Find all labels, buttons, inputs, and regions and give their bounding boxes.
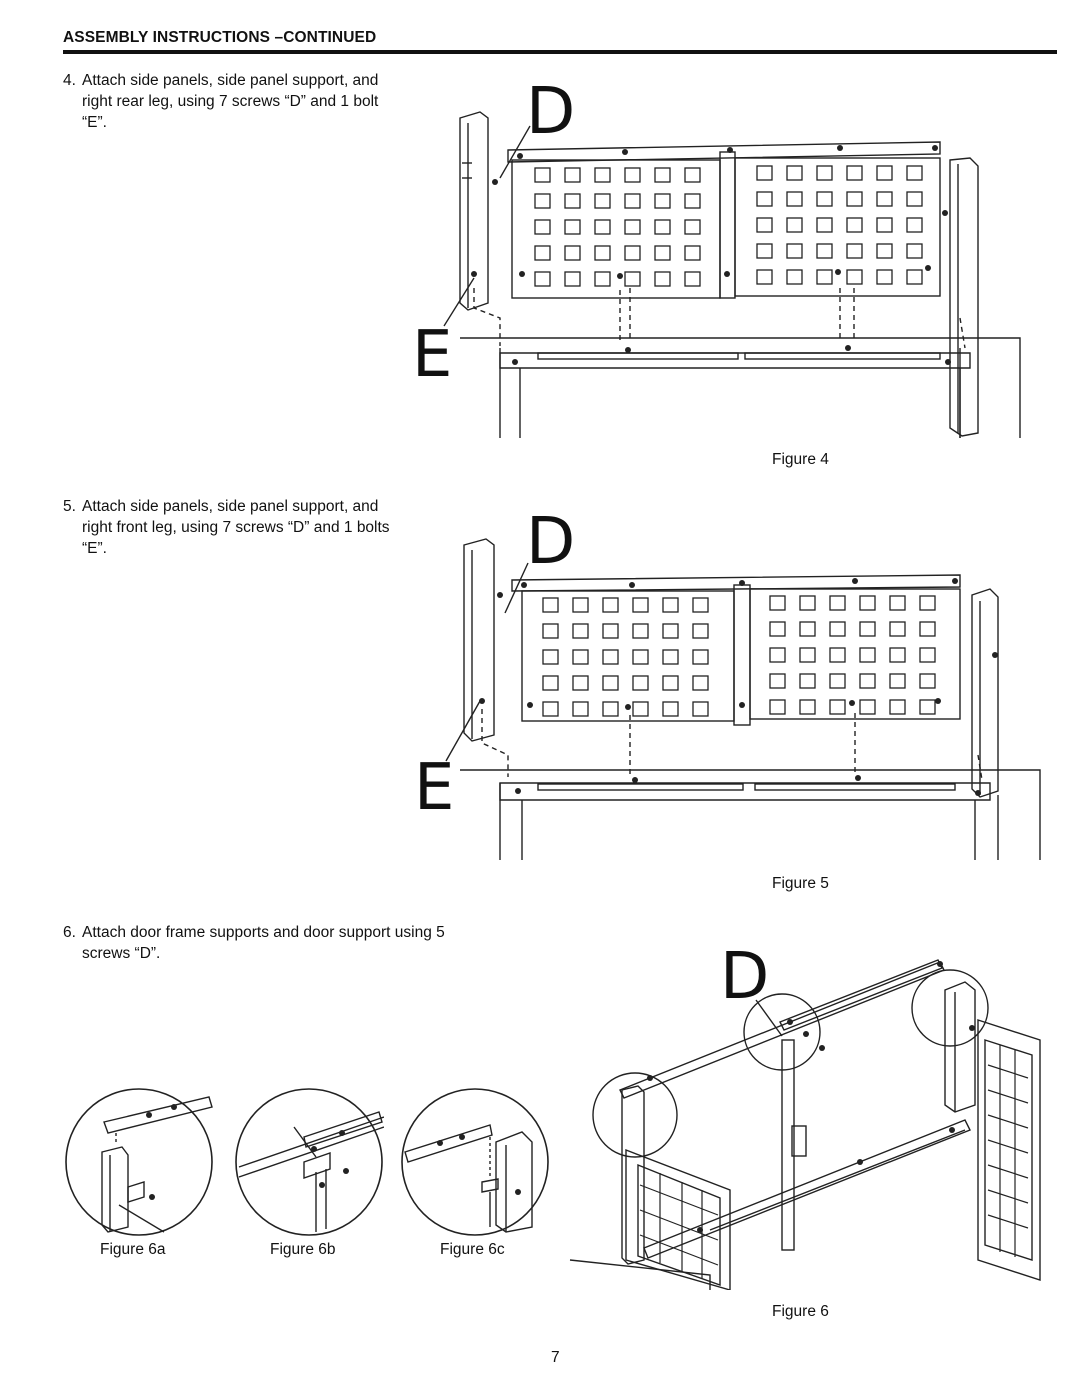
figure-5-caption: Figure 5 [772, 875, 829, 892]
step-text: Attach side panels, side panel support, … [82, 72, 379, 131]
figure-6a-caption: Figure 6a [100, 1241, 166, 1258]
figure-6b-illustration [234, 1087, 384, 1237]
label-d: D [526, 78, 575, 149]
figure-6a-illustration [64, 1087, 214, 1237]
step-text: Attach side panels, side panel support, … [82, 498, 390, 557]
figure-6c-illustration [400, 1087, 550, 1237]
label-d: D [720, 940, 769, 1014]
figure-6-caption: Figure 6 [772, 1303, 829, 1320]
figure-6b-caption: Figure 6b [270, 1241, 336, 1258]
figure-4-illustration: D E [400, 78, 1050, 443]
section-header: ASSEMBLY INSTRUCTIONS –CONTINUED [63, 29, 377, 46]
figure-4-caption: Figure 4 [772, 451, 829, 468]
step-number: 5. [63, 498, 76, 515]
label-e: E [414, 751, 454, 825]
step-text: Attach door frame supports and door supp… [82, 924, 445, 962]
step-number: 4. [63, 72, 76, 89]
step-6: 6. Attach door frame supports and door s… [63, 922, 488, 964]
label-d: D [526, 505, 575, 579]
figure-6c-caption: Figure 6c [440, 1241, 505, 1258]
figure-5-illustration: D E [400, 505, 1050, 867]
label-e: E [412, 318, 452, 392]
header-rule [63, 50, 1057, 54]
step-5: 5. Attach side panels, side panel suppor… [63, 496, 393, 559]
figure-6-illustration: D [560, 930, 1050, 1290]
page-number: 7 [551, 1349, 560, 1366]
step-4: 4. Attach side panels, side panel suppor… [63, 70, 393, 133]
step-number: 6. [63, 924, 76, 941]
